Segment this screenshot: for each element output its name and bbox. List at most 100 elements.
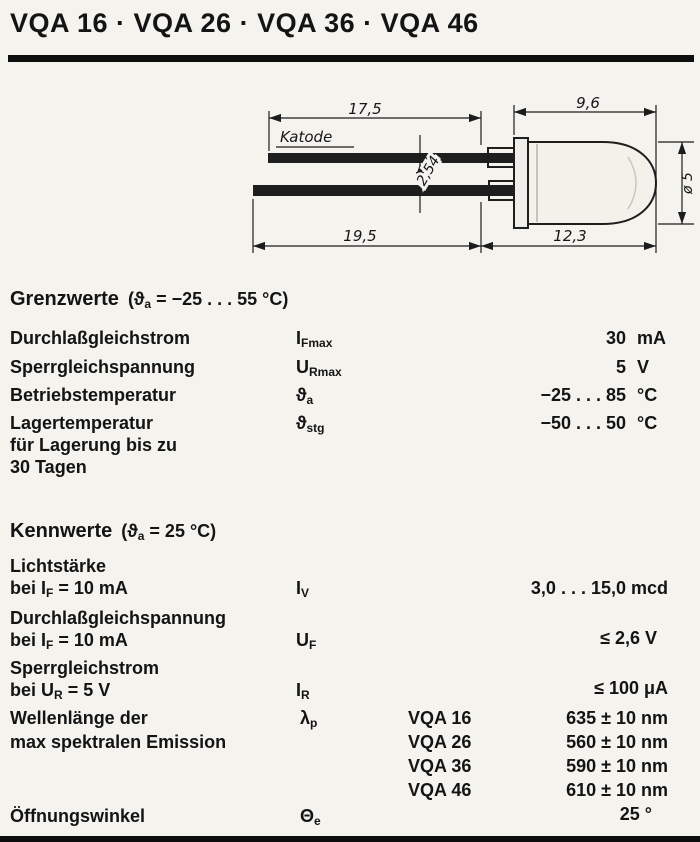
param-unit: mA (637, 328, 667, 348)
param-symbol: URmax (296, 357, 342, 379)
param-label-line3: 30 Tagen (10, 457, 87, 477)
condition-post: = 10 mA (53, 630, 128, 650)
param-condition: bei IF = 10 mA (10, 630, 128, 652)
condition-sub: F (46, 586, 54, 600)
variant-value: 610 ± 10 nm (566, 780, 668, 800)
dim-body-bottom-label: 12,3 (553, 227, 586, 245)
variant-name: VQA 36 (408, 756, 472, 776)
led-outline (253, 137, 658, 229)
condition-pre: bei (10, 630, 42, 650)
param-symbol: Θe (300, 806, 321, 828)
symbol-base: ϑ (296, 413, 307, 433)
symbol-sub: Fmax (301, 336, 333, 350)
condition-pre: bei (10, 680, 42, 700)
variant-name: VQA 46 (408, 780, 472, 800)
param-value: 25 ° (619, 804, 652, 824)
kennwerte-heading-label: Kennwerte (10, 520, 113, 542)
param-value: 30 (605, 328, 626, 348)
param-value: −50 . . . 50 (540, 413, 626, 433)
symbol-base: ϑ (296, 385, 307, 405)
param-label-line2: für Lagerung bis zu (10, 435, 178, 455)
bottom-rule (0, 836, 700, 842)
param-label: Lagertemperatur (10, 413, 154, 433)
dim-lead-top-label: 17,5 (348, 100, 381, 118)
dimension-lines (252, 105, 694, 253)
param-label: Öffnungswinkel (10, 806, 145, 826)
page-title: VQA 16 · VQA 26 · VQA 36 · VQA 46 (10, 8, 479, 38)
param-unit: °C (637, 413, 658, 433)
condition-pre: (ϑ (121, 521, 138, 541)
param-label-line2: max spektralen Emission (10, 732, 227, 752)
symbol-sub: a (306, 393, 314, 407)
variant-value: 635 ± 10 nm (566, 708, 668, 728)
param-value: 3,0 . . . 15,0 mcd (530, 578, 668, 598)
symbol-sub: stg (306, 421, 325, 435)
param-label: Durchlaßgleichstrom (10, 328, 191, 348)
symbol-base: I (296, 328, 302, 348)
param-unit: °C (637, 385, 658, 405)
param-label: Betriebstemperatur (10, 385, 177, 405)
condition-pre: (ϑ (127, 289, 145, 309)
param-condition: bei UR = 5 V (10, 680, 110, 702)
condition-base: I (41, 578, 47, 598)
dome-highlight (627, 156, 637, 210)
symbol-base: λ (300, 708, 311, 728)
symbol-sub: V (301, 586, 310, 600)
param-symbol: IFmax (296, 328, 332, 350)
symbol-base: U (296, 357, 309, 377)
param-label: Durchlaßgleichspannung (10, 608, 227, 628)
symbol-sub: p (310, 716, 318, 730)
param-label: Wellenlänge der (10, 708, 148, 728)
lower-lead (253, 185, 514, 196)
symbol-base: I (296, 680, 302, 700)
condition-base: I (41, 630, 47, 650)
param-label: Sperrgleichstrom (10, 658, 160, 678)
kennwerte-condition: (ϑa = 25 °C) (121, 521, 217, 543)
param-symbol: ϑa (296, 385, 313, 407)
symbol-sub: e (314, 814, 321, 828)
condition-sub: a (137, 529, 145, 543)
param-value: 5 (615, 357, 626, 377)
variant-name: VQA 16 (408, 708, 472, 728)
param-symbol: UF (296, 630, 316, 652)
dim-diameter-label: ø 5 (680, 172, 696, 195)
symbol-sub: F (309, 638, 317, 652)
param-label: Sperrgleichspannung (10, 357, 196, 377)
condition-post: = 25 °C) (144, 521, 217, 541)
variant-value: 590 ± 10 nm (566, 756, 668, 776)
param-label: Lichtstärke (10, 556, 107, 576)
led-body (527, 141, 658, 225)
variant-value: 560 ± 10 nm (566, 732, 668, 752)
param-symbol: IR (296, 680, 310, 702)
param-symbol: ϑstg (296, 413, 324, 435)
variant-name: VQA 26 (408, 732, 472, 752)
param-symbol: λp (300, 708, 317, 730)
led-flange (513, 137, 529, 229)
param-value: ≤ 2,6 V (600, 628, 657, 648)
symbol-sub: Rmax (309, 365, 342, 379)
param-condition: bei IF = 10 mA (10, 578, 128, 600)
upper-lead (268, 153, 514, 163)
condition-sub: a (144, 297, 152, 311)
condition-post: = 5 V (62, 680, 111, 700)
param-unit: V (637, 357, 650, 377)
condition-post: = −25 . . . 55 °C) (151, 289, 289, 309)
param-symbol: IV (296, 578, 309, 600)
grenzwerte-heading: Grenzwerte (ϑa = −25 . . . 55 °C) (10, 288, 288, 311)
symbol-sub: R (301, 688, 310, 702)
condition-post: = 10 mA (53, 578, 128, 598)
katode-label: Katode (280, 128, 332, 146)
kennwerte-heading: Kennwerte (ϑa = 25 °C) (10, 520, 216, 543)
title-rule (8, 55, 694, 62)
param-value: ≤ 100 μA (594, 678, 668, 698)
symbol-base: Θ (300, 806, 315, 826)
condition-pre: bei (10, 578, 42, 598)
condition-base: U (41, 680, 55, 700)
dim-body-top-label: 9,6 (576, 94, 600, 112)
led-dimension-drawing: Katode 17,5 9,6 2,54 2,54 19,5 12,3 ø 5 (252, 94, 696, 253)
param-value: −25 . . . 85 (540, 385, 626, 405)
condition-sub: F (46, 638, 54, 652)
grenzwerte-heading-label: Grenzwerte (10, 288, 119, 310)
grenzwerte-condition: (ϑa = −25 . . . 55 °C) (127, 289, 289, 311)
